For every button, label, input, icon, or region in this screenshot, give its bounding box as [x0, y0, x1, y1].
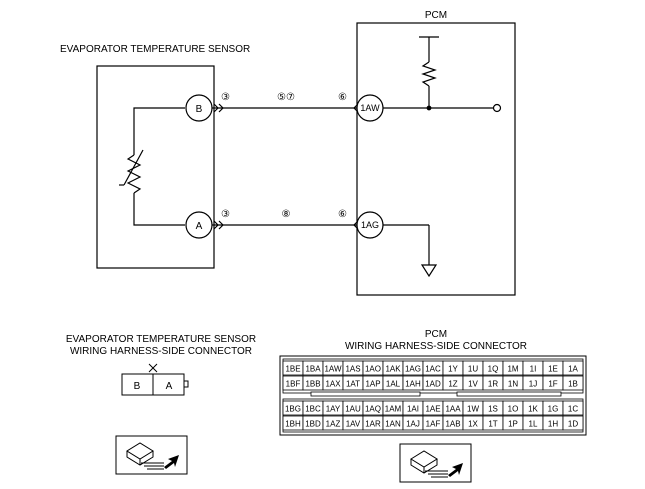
pcm-pin-label: 1BC — [305, 405, 321, 414]
pcm-pin-label: 1W — [467, 405, 479, 414]
pcm-pin-label: 1U — [468, 365, 478, 374]
pcm-pin-label: 1T — [488, 420, 497, 429]
pcm-pin-label: 1AN — [385, 420, 401, 429]
sensor-connector-pin-b: B — [134, 381, 141, 392]
pcm-pin-label: 1L — [529, 420, 538, 429]
wire-b-label: ⑤⑦ — [277, 92, 295, 103]
pcm-pin-label: 1K — [528, 405, 538, 414]
pcm-pin-label: 1Y — [448, 365, 458, 374]
pcm-pin-label: 1AF — [426, 420, 441, 429]
pcm-terminal-1aw-label: 1AW — [360, 103, 380, 113]
pcm-pin-label: 1G — [548, 405, 559, 414]
pcm-pin-cell — [562, 400, 584, 416]
pcm-pin-label: 1X — [468, 420, 478, 429]
sensor-connector-face — [121, 363, 189, 396]
pcm-pin-label: 1M — [507, 365, 518, 374]
pcm-pin-label: 1AG — [405, 365, 421, 374]
pcm-terminal-1aw: 1AW — [356, 94, 384, 122]
pcm-pin-label: 1AM — [385, 405, 402, 414]
sensor-terminal-b-label: B — [196, 104, 203, 115]
pcm-pin-label: 1AP — [365, 380, 380, 389]
sensor-terminal-a-label: A — [196, 221, 203, 232]
pcm-terminal-1ag: 1AG — [356, 211, 384, 239]
pcm-pin-label: 1AE — [425, 405, 440, 414]
pcm-pin-label: 1E — [548, 365, 558, 374]
connector-view-icon — [115, 435, 188, 475]
wire-a-1ag — [212, 220, 364, 230]
pcm-pin-cell — [562, 415, 584, 431]
pcm-pin-label: 1AQ — [365, 405, 381, 414]
pcm-pin-label: 1AD — [425, 380, 441, 389]
pcm-pin-cell — [562, 375, 584, 391]
wire-a-label: ⑧ — [282, 209, 291, 220]
pcm-pin-label: 1AT — [346, 380, 360, 389]
pcm-pin-label: 1BE — [285, 365, 300, 374]
pcm-pin-label: 1AC — [425, 365, 441, 374]
pcm-pin-label: 1AW — [324, 365, 341, 374]
pcm-pin-label: 1AV — [346, 420, 361, 429]
sensor-b-connector-num: ③ — [221, 92, 230, 103]
pcm-pin-label: 1AA — [445, 405, 461, 414]
pcm-box — [356, 22, 516, 296]
pcm-pin-label: 1D — [568, 420, 578, 429]
pcm-pin-label: 1A — [568, 365, 578, 374]
pcm-pin-label: 1AH — [405, 380, 421, 389]
pcm-pin-label: 1BF — [286, 380, 301, 389]
pcm-pin-label: 1AY — [326, 405, 341, 414]
pcm-connector-title-line2: WIRING HARNESS-SIDE CONNECTOR — [345, 341, 527, 352]
ground-symbol — [383, 224, 438, 278]
pcm-pin-label: 1AB — [445, 420, 460, 429]
pcm-pin-label: 1AU — [345, 405, 361, 414]
pcm-pin-label: 1B — [568, 380, 578, 389]
pcm-pin-label: 1V — [468, 380, 478, 389]
pcm-pin-label: 1P — [508, 420, 518, 429]
pcm-pin-label: 1BA — [305, 365, 321, 374]
pcm-title: PCM — [425, 10, 447, 21]
pcm-1aw-connector-num: ⑥ — [338, 92, 347, 103]
pull-up-resistor-symbol — [383, 36, 502, 113]
pcm-pin-label: 1S — [488, 405, 498, 414]
pcm-connector-view-icon — [399, 443, 472, 483]
pcm-pin-label: 1Q — [488, 365, 499, 374]
sensor-terminal-b: B — [185, 94, 213, 122]
thermistor-symbol — [119, 107, 185, 226]
pcm-pin-label: 1AX — [325, 380, 341, 389]
pcm-pin-label: 1BG — [285, 405, 301, 414]
pcm-pin-label: 1AJ — [406, 420, 420, 429]
pcm-pin-label: 1BD — [305, 420, 321, 429]
sensor-box — [96, 65, 215, 269]
sensor-connector-title-line1: EVAPORATOR TEMPERATURE SENSOR — [66, 334, 256, 345]
wire-b-1aw — [212, 103, 364, 113]
pcm-terminal-1ag-label: 1AG — [361, 220, 379, 230]
pcm-pin-label: 1J — [529, 380, 537, 389]
pcm-connector-title-line1: PCM — [425, 329, 447, 340]
sensor-title: EVAPORATOR TEMPERATURE SENSOR — [60, 44, 250, 55]
sensor-connector-title-line2: WIRING HARNESS-SIDE CONNECTOR — [70, 346, 252, 357]
pcm-pin-label: 1AI — [407, 405, 419, 414]
pcm-pin-label: 1N — [508, 380, 518, 389]
pcm-pin-cell — [562, 360, 584, 376]
pcm-pin-label: 1C — [568, 405, 578, 414]
sensor-terminal-a: A — [185, 211, 213, 239]
pcm-pin-label: 1AK — [385, 365, 401, 374]
sensor-connector-pin-a: A — [166, 381, 173, 392]
pcm-pin-label: 1AS — [345, 365, 360, 374]
pcm-pin-label: 1BH — [285, 420, 301, 429]
pcm-pin-label: 1R — [488, 380, 498, 389]
pcm-pin-label: 1F — [548, 380, 557, 389]
pcm-pin-label: 1I — [530, 365, 537, 374]
pcm-1ag-connector-num: ⑥ — [338, 209, 347, 220]
pcm-pin-label: 1AR — [365, 420, 381, 429]
pcm-pin-label: 1BB — [305, 380, 320, 389]
pcm-pin-label: 1AL — [386, 380, 401, 389]
pcm-pin-label: 1AZ — [326, 420, 341, 429]
pcm-pin-label: 1O — [508, 405, 519, 414]
pcm-pin-label: 1AO — [365, 365, 381, 374]
pcm-pin-label: 1H — [548, 420, 558, 429]
sensor-a-connector-num: ③ — [221, 209, 230, 220]
pcm-pin-label: 1Z — [448, 380, 457, 389]
